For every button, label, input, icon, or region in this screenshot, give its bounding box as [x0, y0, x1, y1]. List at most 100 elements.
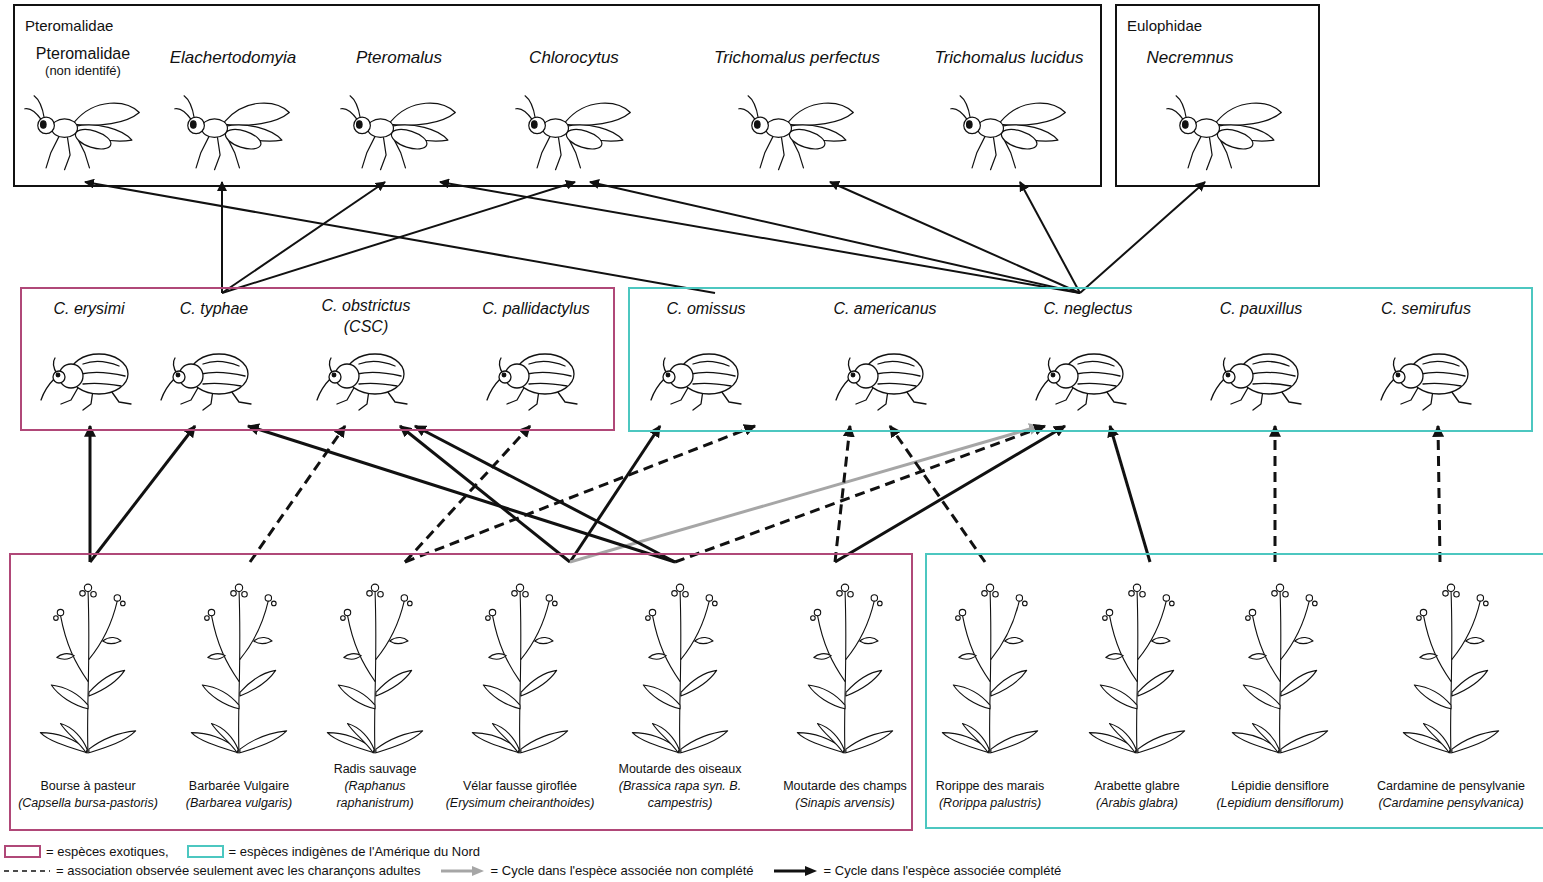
legend: = espèces exotiques, = espèces indigènes … — [4, 842, 1079, 880]
plant-node: Moutarde des champs(Sinapis arvensis) — [780, 562, 910, 814]
host-connector — [85, 182, 715, 293]
taxon-name: Necremnus — [1147, 48, 1234, 68]
taxon-name: C. typhae — [180, 299, 248, 320]
parasitoid-node: Trichomalus perfectus — [707, 44, 887, 182]
weevil-node: C. americanus — [825, 293, 945, 426]
legend-line-sample — [4, 865, 50, 877]
parasitoid-node: Chlorocytus — [509, 44, 639, 182]
legend-item: = espèces exotiques, — [4, 844, 169, 859]
host-connector — [1438, 426, 1440, 562]
wasp-drawing — [516, 96, 630, 170]
exotic-group: C. erysimi C. typhae C. obstrictus (CSC) C.… — [20, 287, 615, 431]
parasitoid-node: Pteromalidae(non identifé) — [18, 40, 148, 182]
taxon-name: Chlorocytus — [529, 48, 619, 68]
weevil-drawing — [487, 354, 577, 410]
host-connector — [890, 426, 985, 562]
taxon-name: C. erysimi — [53, 299, 124, 320]
taxon-subtext: (Arabis glabra) — [1082, 795, 1192, 812]
weevil-drawing — [1381, 354, 1471, 410]
host-connector — [89, 426, 92, 562]
legend-arrow-head — [805, 866, 817, 876]
taxon-name: C. omissus — [666, 299, 745, 320]
weevil-drawing — [1036, 354, 1126, 410]
host-connector — [250, 426, 345, 562]
host-connector — [440, 182, 1080, 293]
plant-node: Barbarée Vulgaire(Barbarea vulgaris) — [174, 562, 304, 814]
taxon-name: Bourse à pasteur — [17, 778, 159, 795]
plant-node: Arabette glabre(Arabis glabra) — [1082, 562, 1192, 814]
legend-swatch — [187, 845, 224, 858]
wasp-drawing — [175, 96, 289, 170]
plant-node: Radis sauvage(Raphanus raphanistrum) — [315, 562, 435, 814]
weevil-node: C. erysimi — [34, 293, 144, 426]
wasp-drawing — [739, 96, 853, 170]
host-connector — [835, 426, 850, 562]
legend-item: = association observée seulement avec le… — [4, 863, 421, 878]
plant-drawing — [472, 584, 567, 753]
host-connector — [1274, 426, 1277, 562]
taxon-name: C. pauxillus — [1220, 299, 1303, 320]
host-connector — [1110, 426, 1150, 562]
weevil-drawing — [1211, 354, 1301, 410]
legend-row: = association observée seulement avec le… — [4, 861, 1079, 880]
taxon-subtext: (Sinapis arvensis) — [780, 795, 910, 812]
taxon-name: Barbarée Vulgaire — [174, 778, 304, 795]
weevil-drawing — [651, 354, 741, 410]
host-connector — [1080, 182, 1205, 293]
legend-text: = Cycle dans l'espèce associée non compl… — [491, 863, 754, 878]
wasp-drawing — [1167, 96, 1281, 170]
legend-line — [4, 870, 50, 872]
taxon-name: Trichomalus perfectus — [714, 48, 880, 68]
taxon-subtext: (Capsella bursa-pastoris) — [17, 795, 159, 812]
legend-text: = Cycle dans l'espèce associée complété — [824, 863, 1062, 878]
host-connector — [221, 182, 223, 293]
legend-arrow-head — [472, 866, 484, 876]
weevil-drawing — [161, 354, 251, 410]
host-connector — [415, 426, 675, 562]
plant-drawing — [1403, 584, 1498, 753]
parasitoid-node: Elachertodomyia — [164, 44, 303, 182]
plant-node: Cardamine de pensylvanie(Cardamine pensy… — [1370, 562, 1532, 814]
host-connector — [90, 426, 195, 562]
taxon-name: C. americanus — [833, 299, 936, 320]
legend-line-sample — [439, 865, 485, 877]
taxon-subtext: (Brassica rapa syn. B. campestris) — [595, 778, 765, 812]
taxon-name: Radis sauvage — [315, 761, 435, 778]
host-connector — [248, 426, 675, 562]
plant-drawing — [797, 584, 892, 753]
taxon-name: C. pallidactylus — [482, 299, 590, 320]
taxon-subtext: (Raphanus raphanistrum) — [315, 778, 435, 812]
parasitoid-node: Necremnus — [1110, 44, 1270, 182]
taxon-name: Moutarde des champs — [780, 778, 910, 795]
plant-node: Moutarde des oiseaux(Brassica rapa syn. … — [595, 562, 765, 814]
legend-item: = espèces indigènes de l'Amérique du Nor… — [187, 844, 480, 859]
taxon-name: Vélar fausse giroflée — [444, 778, 596, 795]
weevil-drawing — [836, 354, 926, 410]
weevil-node: C. neglectus — [1031, 293, 1146, 426]
legend-swatch — [4, 845, 41, 858]
plant-drawing — [191, 584, 286, 753]
host-connector — [835, 426, 1065, 562]
taxon-name: C. obstrictus (CSC) — [311, 296, 421, 338]
parasitoid-node: Trichomalus lucidus — [924, 44, 1094, 182]
legend-text: = association observée seulement avec le… — [56, 863, 421, 878]
legend-line — [774, 869, 806, 872]
weevil-node: C. pauxillus — [1206, 293, 1316, 426]
host-connector — [675, 426, 1045, 562]
wasp-drawing — [25, 96, 139, 170]
taxon-name: Lépidie densiflore — [1213, 778, 1347, 795]
taxon-name: C. neglectus — [1044, 299, 1133, 320]
exotic-group: Bourse à pasteur(Capsella bursa-pastoris… — [9, 553, 913, 831]
taxon-name: Elachertodomyia — [170, 48, 297, 68]
legend-item: = Cycle dans l'espèce associée non compl… — [439, 863, 754, 878]
taxon-subtext: (Barbarea vulgaris) — [174, 795, 304, 812]
host-connector — [590, 182, 1080, 293]
wasp-drawing — [341, 96, 455, 170]
legend-text: = espèces indigènes de l'Amérique du Nor… — [229, 844, 480, 859]
plant-drawing — [942, 584, 1037, 753]
taxon-name: C. semirufus — [1381, 299, 1471, 320]
host-connector — [222, 182, 385, 293]
taxon-name: Moutarde des oiseaux — [595, 761, 765, 778]
taxon-name: Pteromalidae — [36, 44, 130, 63]
weevil-node: C. obstrictus (CSC) — [311, 290, 421, 426]
